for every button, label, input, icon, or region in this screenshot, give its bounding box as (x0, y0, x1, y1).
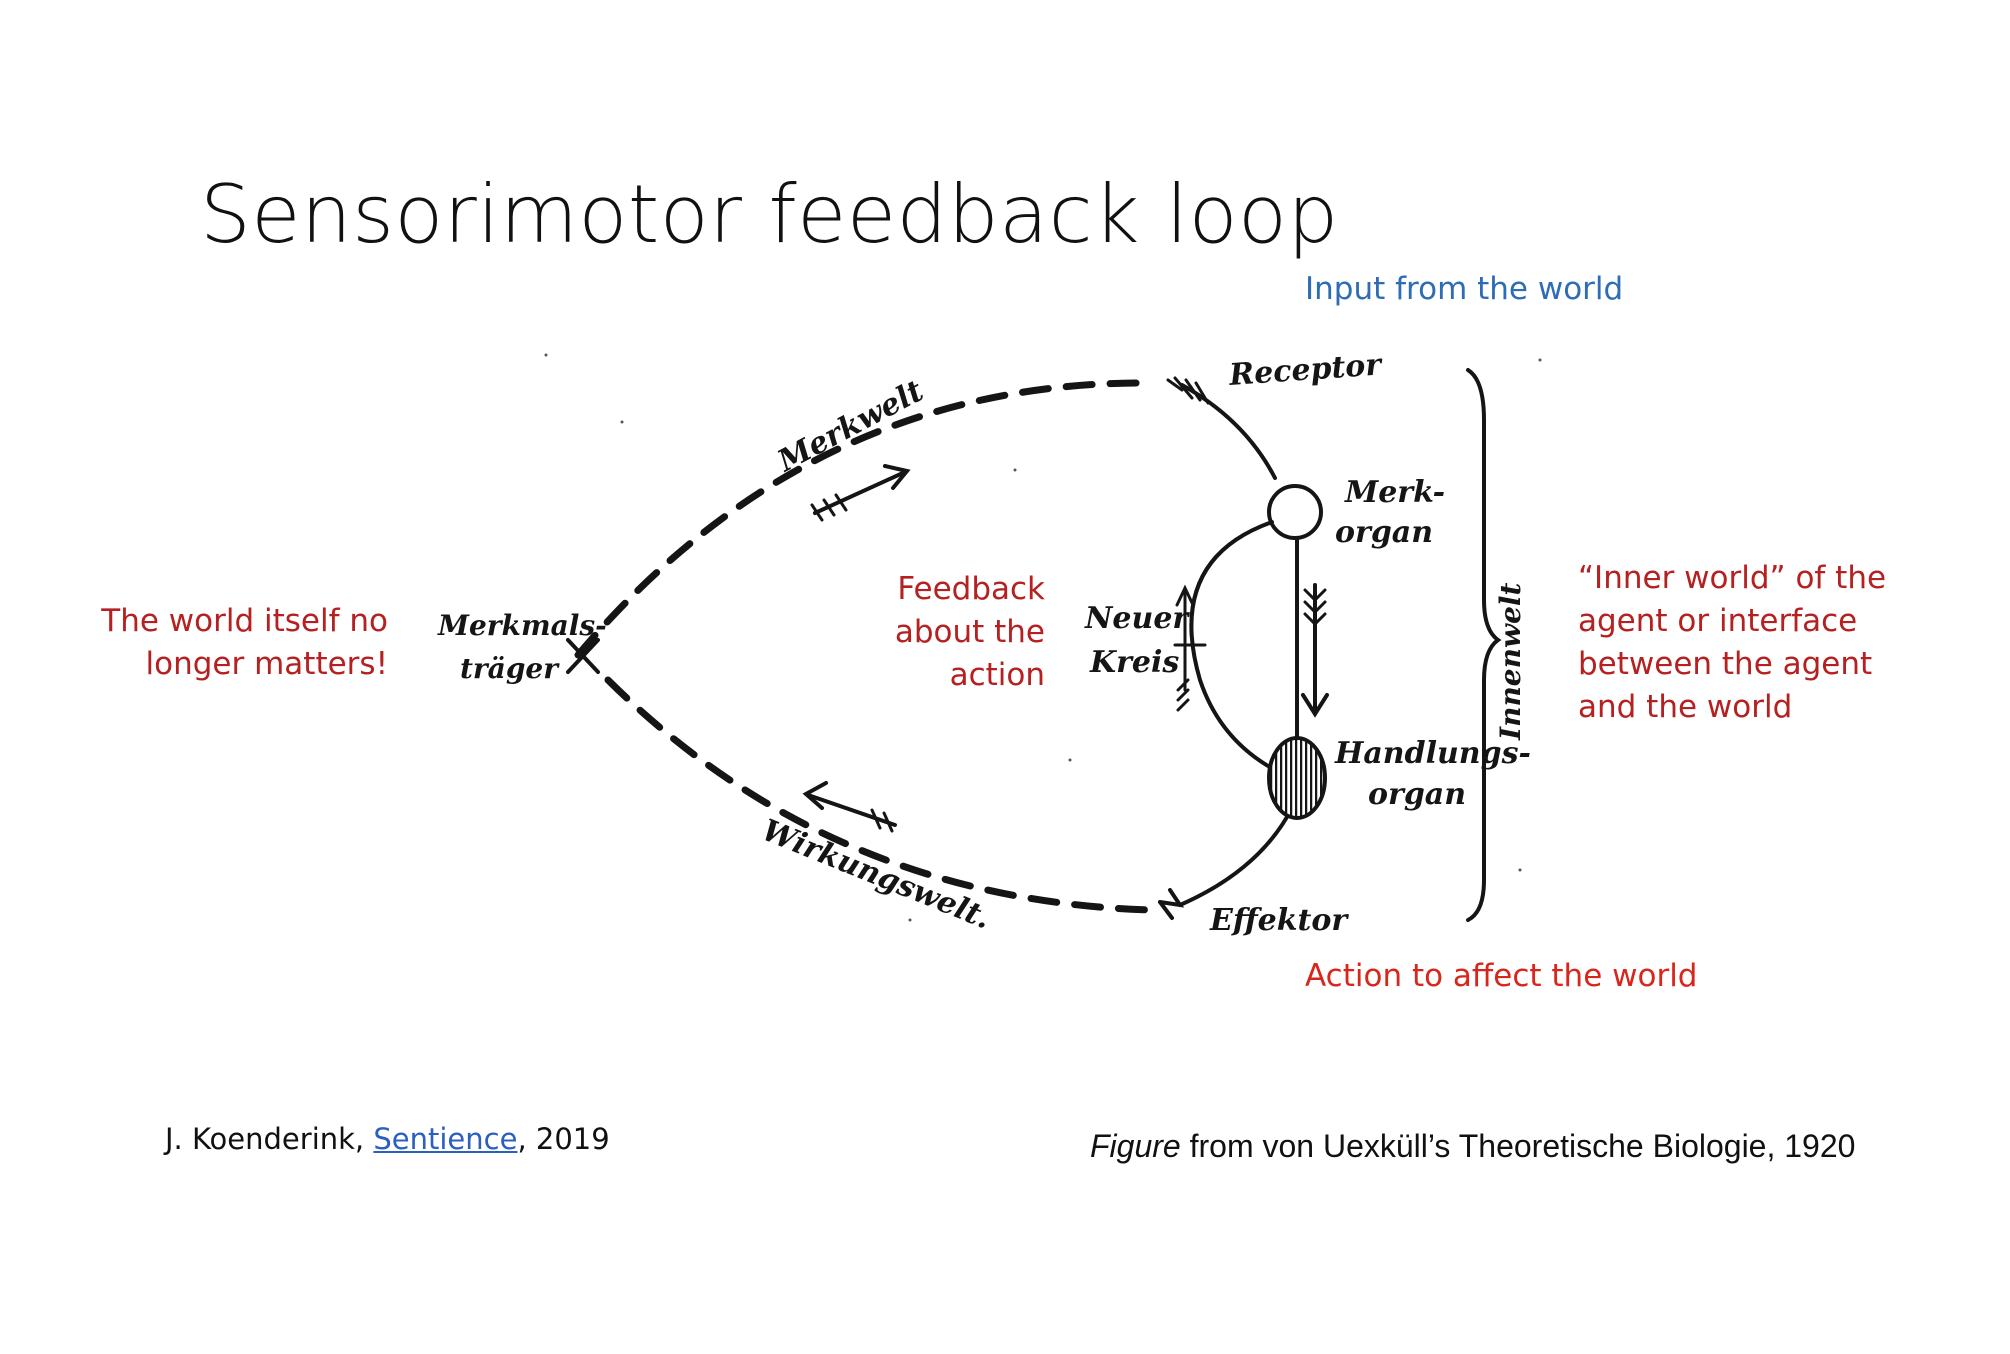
annotation-inner-line2: agent or interface (1578, 603, 1858, 639)
diagram-label-kreis: Kreis (1089, 645, 1179, 680)
diagram-label-organ: organ (1335, 515, 1433, 550)
wirkungswelt-path (604, 676, 1154, 914)
annotation-feedback-line2: about the (894, 614, 1045, 650)
diagram-label-merkmals: Merkmals- (437, 609, 607, 642)
sentience-link[interactable]: Sentience (373, 1122, 518, 1156)
merkmalstraeger-x (566, 638, 600, 674)
diagram-label-handlungs: Handlungs- (1334, 736, 1531, 771)
annotation-world-line2: longer matters! (145, 646, 388, 682)
annotation-inner-line3: between the agent (1578, 646, 1873, 682)
figure-credit-italic: Figure (1090, 1128, 1181, 1164)
diagram-label-merk: Merk- (1344, 475, 1445, 510)
figure-credit-rest: from von Uexküll’s Theoretische Biologie… (1180, 1128, 1856, 1164)
annotation-action: Action to affect the world (1305, 958, 1698, 994)
diagram-label-effektor: Effektor (1209, 903, 1349, 938)
diagram-label-trager: träger (460, 652, 560, 685)
receptor-arc (1180, 383, 1277, 480)
annotation-feedback-line1: Feedback (897, 571, 1045, 607)
effektor-arc (1178, 806, 1294, 907)
wirkungswelt-arrow (806, 793, 897, 827)
diagram-label-wirkungswelt: Wirkungswelt. (757, 813, 996, 937)
neuer-kreis-arc (1189, 520, 1277, 772)
diagram-label-neuer: Neuer (1084, 601, 1190, 636)
merkwelt-arrow (813, 470, 907, 515)
annotation-world: The world itself no longer matters! (80, 600, 388, 686)
slide-title: Sensorimotor feedback loop (200, 168, 1339, 261)
annotation-inner-line4: and the world (1578, 689, 1793, 725)
annotation-inner-line1: “Inner world” of the (1578, 560, 1887, 596)
citation: J. Koenderink, Sentience, 2019 (165, 1122, 610, 1156)
innenwelt-brace (1466, 368, 1502, 922)
diagram-label-receptor: Receptor (1227, 347, 1384, 393)
citation-prefix: J. Koenderink, (165, 1122, 374, 1156)
annotation-feedback-line3: action (949, 657, 1045, 693)
diagram-label-organ2: organ (1368, 777, 1466, 812)
diagram-label-merkwelt: Merkwelt (771, 373, 929, 479)
annotation-input: Input from the world (1305, 271, 1624, 307)
handlungsorgan-circle (1267, 736, 1327, 820)
diagram-label-innenwelt: Innenwelt (1494, 582, 1527, 741)
figure-credit: Figure from von Uexküll’s Theoretische B… (1090, 1128, 1855, 1165)
citation-suffix: , 2019 (517, 1122, 610, 1156)
annotation-world-line1: The world itself no (101, 603, 388, 639)
annotation-feedback: Feedback about the action (850, 568, 1045, 697)
annotation-inner-world: “Inner world” of the agent or interface … (1578, 557, 1886, 729)
merkorgan-circle (1267, 484, 1323, 540)
merkwelt-path (574, 379, 1154, 659)
